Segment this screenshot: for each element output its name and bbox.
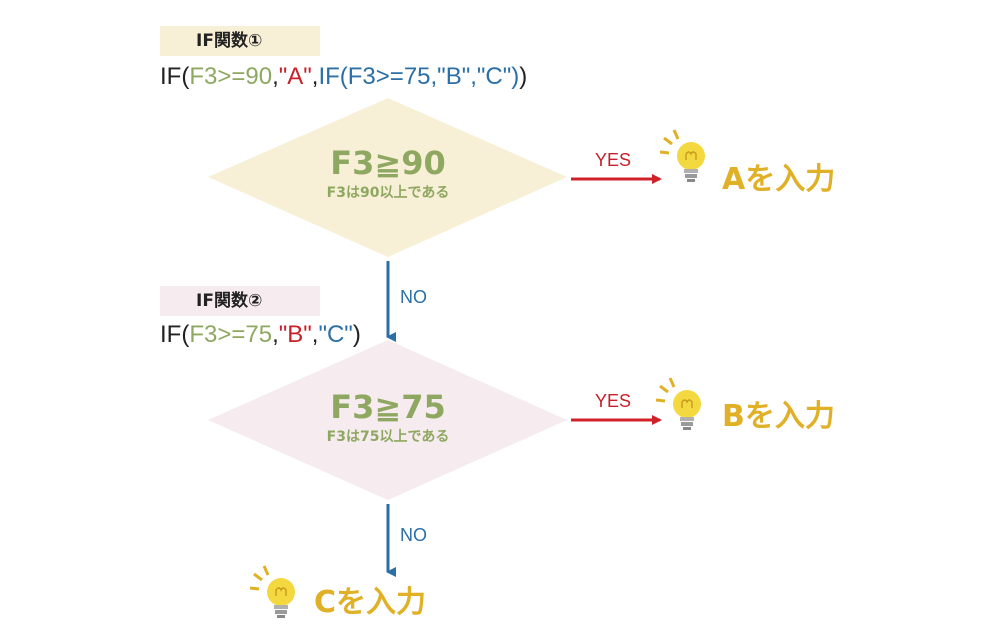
result-a: Aを入力	[722, 162, 836, 197]
if2-label: IF関数②	[160, 286, 320, 316]
if2-formula-p7: )	[352, 321, 361, 348]
decision2-text: F3≧75 F3は75以上である	[288, 388, 488, 448]
if2-formula: IF(F3>=75,"B","C")	[160, 320, 361, 350]
no-label-2: NO	[400, 525, 427, 545]
decision1-condition: F3≧90	[330, 144, 446, 182]
if2-formula-p1: IF(	[160, 321, 190, 348]
lightbulb-icon	[656, 377, 701, 430]
decision2-description: F3は75以上である	[326, 429, 450, 445]
decision-diamond-2	[208, 340, 567, 500]
decision1-description: F3は90以上である	[326, 185, 450, 201]
no-label-1: NO	[400, 287, 427, 307]
if2-label-text: IF関数②	[196, 291, 263, 311]
if2-formula-condition: F3>=75	[189, 321, 273, 348]
decision-diamond-1	[208, 98, 567, 257]
lightbulb-icon	[250, 565, 295, 618]
yes-label-1: YES	[595, 150, 632, 170]
lightbulb-icon	[660, 129, 705, 182]
if1-label: IF関数①	[160, 26, 320, 56]
if1-formula-true-value: "A"	[278, 63, 312, 90]
if1-formula-p3: ,	[272, 63, 279, 90]
result-c: Cを入力	[314, 585, 427, 620]
yes-label-2: YES	[595, 391, 632, 411]
if2-formula-p5: ,	[311, 321, 319, 348]
if1-formula-p7: )	[519, 63, 528, 90]
if1-formula-condition: F3>=90	[189, 63, 273, 90]
if1-label-text: IF関数①	[196, 31, 263, 51]
result-b: Bを入力	[722, 399, 835, 434]
if2-formula-p3: ,	[272, 321, 279, 348]
decision2-condition: F3≧75	[330, 388, 446, 426]
if1-formula-false-value: IF(F3>=75,"B","C")	[318, 63, 520, 90]
if2-formula-false-value: "C"	[318, 321, 353, 348]
decision1-text: F3≧90 F3は90以上である	[288, 144, 488, 204]
if1-formula-p1: IF(	[160, 63, 190, 90]
if1-formula-p5: ,	[311, 63, 319, 90]
if2-formula-true-value: "B"	[278, 321, 312, 348]
if1-formula: IF(F3>=90,"A",IF(F3>=75,"B","C"))	[160, 62, 527, 92]
